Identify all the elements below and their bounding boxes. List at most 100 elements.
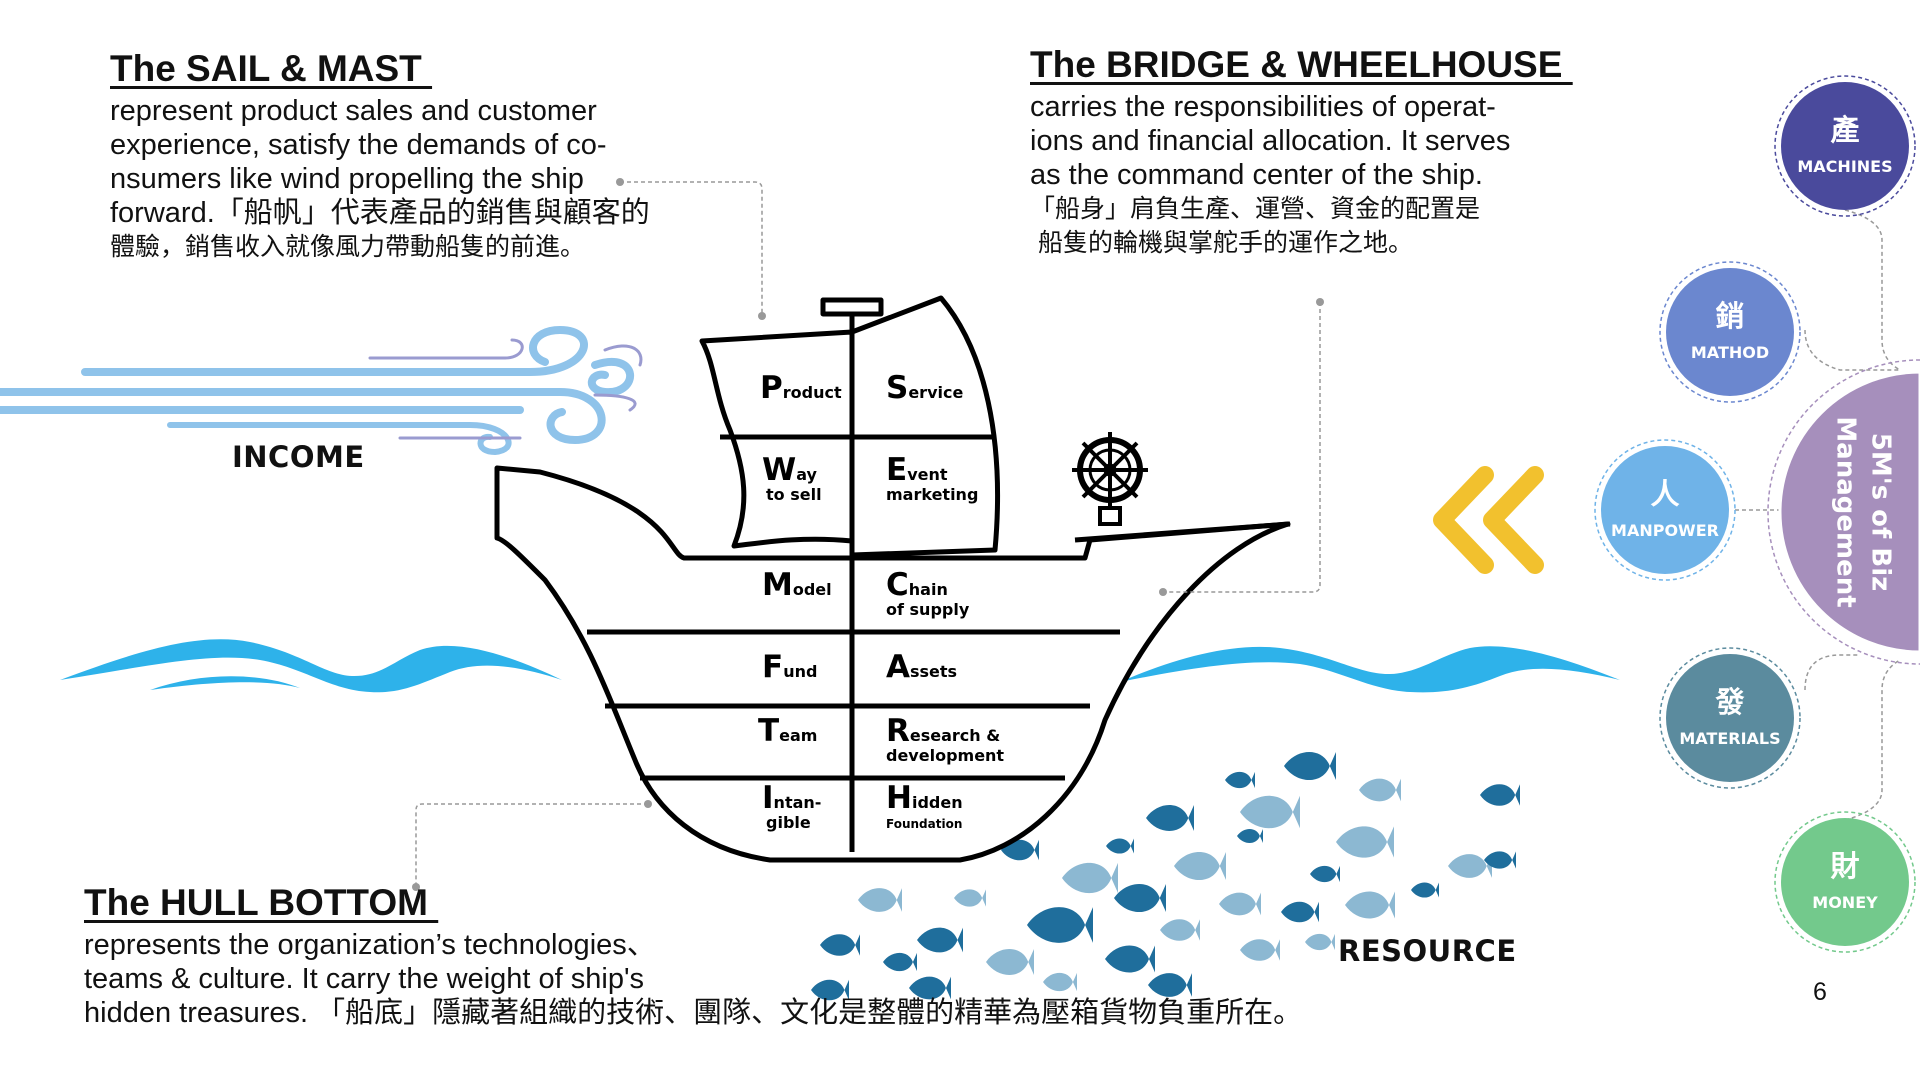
ship-cell-team: Team: [758, 713, 817, 749]
waves: [60, 639, 1620, 693]
income-label: INCOME: [232, 440, 365, 474]
fish-icon: [1359, 778, 1401, 802]
management-circle-zh: 發: [1714, 685, 1744, 719]
management-circle-en: MATERIALS: [1679, 729, 1780, 748]
bridge-line: 船隻的輪機與掌舵手的運作之地。: [1030, 228, 1413, 257]
ship-cell-sub: of supply: [886, 600, 970, 619]
resource-label: RESOURCE: [1338, 934, 1517, 968]
connector-sail: [620, 181, 763, 316]
fish-icon: [1284, 751, 1336, 781]
ship-sail-right: [849, 295, 1001, 558]
wind-swirl: [603, 344, 643, 367]
fish-icon: [986, 949, 1034, 975]
ship-cell-event: Event: [886, 452, 948, 488]
fish-icon: [883, 952, 917, 972]
wind-swirl: [587, 358, 634, 397]
connector-5m: [1804, 329, 1900, 371]
ship-bow-rail: [1074, 521, 1291, 543]
fish-icon: [1148, 973, 1192, 997]
ship-cell-sub: marketing: [886, 485, 978, 504]
ship-hull: [494, 465, 1291, 863]
wind-lines: [0, 325, 643, 456]
hull-line: represents the organization’s technologi…: [84, 929, 656, 961]
management-circle-manpower: 人 MANPOWER: [1594, 439, 1736, 581]
sail-line: represent product sales and customer: [110, 95, 597, 127]
fish-icon: [909, 976, 951, 1000]
management-circle-en: MACHINES: [1797, 157, 1892, 176]
connector-hull: [415, 803, 648, 887]
fish-icon: [1310, 865, 1340, 883]
wind-line: [0, 388, 606, 445]
management-arc: [1778, 370, 1920, 654]
sail-line: forward.「船帆」代表產品的銷售與顧客的: [110, 197, 650, 229]
hull-heading: The HULL BOTTOM: [84, 882, 439, 923]
ship-cell-model: Model: [762, 567, 832, 603]
fish-icon: [1345, 891, 1395, 919]
hull-line: teams & culture. It carry the weight of …: [84, 963, 644, 995]
ship: [494, 295, 1291, 863]
fish-icon: [917, 927, 963, 953]
fish-icon: [1062, 862, 1118, 894]
fish-icon: [1281, 901, 1319, 923]
connector-dots: [412, 178, 1324, 891]
fish-icon: [1043, 972, 1077, 992]
ship-cell-service: Service: [886, 370, 963, 406]
ship-cell-assets: Assets: [886, 649, 957, 685]
wind-line: [167, 422, 512, 456]
bridge-description: The BRIDGE & WHEELHOUSE carries the resp…: [1030, 44, 1573, 260]
fish-icon: [1225, 771, 1255, 789]
fish-icon: [1146, 805, 1194, 831]
ship-cell-product: Product: [760, 370, 842, 406]
wave-left: [60, 639, 562, 693]
fish-icon: [1174, 851, 1226, 881]
fish-icon: [1336, 826, 1394, 858]
fish-icon: [1448, 854, 1492, 878]
fish-icon: [1305, 933, 1335, 951]
management-circle-en: MANPOWER: [1611, 521, 1719, 540]
fish-icon: [1219, 892, 1261, 916]
fish-icon: [1240, 795, 1300, 829]
bridge-line: 「船身」肩負生產、運營、資金的配置是: [1030, 194, 1481, 223]
fish-icon: [1484, 851, 1516, 869]
connector-bridge: [1163, 302, 1321, 593]
fish-icon: [1411, 882, 1439, 898]
fish-icon: [1237, 828, 1263, 844]
steering-wheel-icon: [1072, 432, 1148, 526]
fish-icon: [1480, 784, 1520, 806]
hull-description: The HULL BOTTOM represents the organizat…: [84, 882, 1302, 1030]
management-circle-zh: 人: [1650, 477, 1679, 511]
fish-icon: [858, 888, 902, 912]
wave-left-2: [150, 676, 300, 690]
ship-cell-hidden: Hidden: [886, 780, 963, 816]
ship-cell-fund: Fund: [762, 649, 817, 685]
bridge-line: ions and financial allocation. It serves: [1030, 125, 1511, 157]
management-title-2: Management: [1831, 416, 1861, 607]
fish-icon: [1114, 883, 1166, 913]
wind-swirl: [593, 393, 637, 412]
bridge-line: as the command center of the ship.: [1030, 159, 1483, 191]
ship-cell-sub: Foundation: [886, 817, 962, 831]
wind-line: [368, 338, 524, 360]
sail-line: experience, satisfy the demands of co-: [110, 129, 607, 161]
fish-icon: [1160, 919, 1200, 941]
ship-cell-sub: development: [886, 746, 1004, 765]
management-circle-materials: 發 MATERIALS: [1659, 647, 1801, 789]
chevron-left-icon: [1433, 466, 1544, 574]
ship-cell-sub: gible: [766, 813, 811, 832]
connector-5m: [1804, 654, 1860, 691]
wind-line: [81, 325, 588, 376]
management-circle-zh: 銷: [1715, 299, 1744, 333]
management-circle-en: MONEY: [1812, 893, 1878, 912]
ship-cell-way: Way: [762, 452, 818, 488]
fish-icon: [1240, 939, 1280, 961]
sail-description: The SAIL & MAST represent product sales …: [110, 48, 650, 264]
management-circle-zh: 財: [1830, 849, 1859, 883]
sail-line: nsumers like wind propelling the ship: [110, 163, 584, 195]
fish-school: [811, 751, 1520, 1001]
